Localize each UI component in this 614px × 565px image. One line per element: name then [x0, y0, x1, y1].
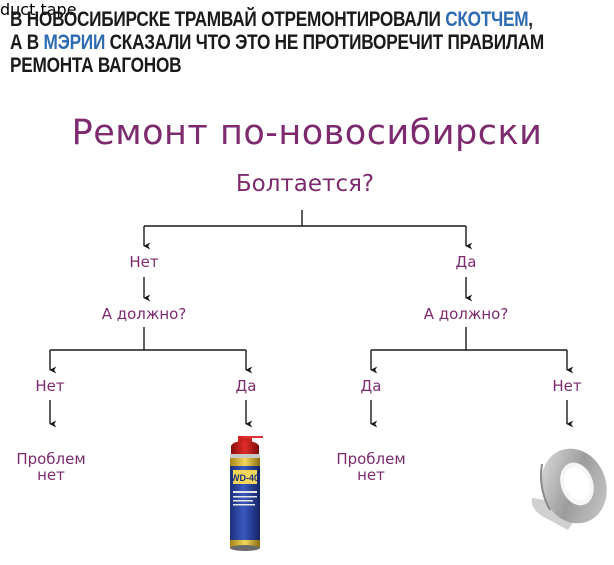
- node-root-question: Болтается?: [235, 171, 375, 197]
- headline-highlight-mayor: МЭРИИ: [43, 31, 106, 54]
- wd40-label: WD-40: [231, 473, 259, 483]
- wd40-can-icon: WD-40: [230, 436, 263, 551]
- headline-text: ,: [528, 8, 533, 31]
- node-lr-answer: Да: [235, 377, 257, 395]
- duct-tape-icon: [531, 448, 607, 530]
- node-ll-answer: Нет: [35, 377, 65, 395]
- node-rr-answer: Нет: [552, 377, 582, 395]
- node-left-question: А должно?: [101, 305, 187, 323]
- headline-text: В НОВОСИБИРСКЕ ТРАМВАЙ ОТРЕМОНТИРОВАЛИ: [10, 8, 446, 31]
- headline-highlight-tape: СКОТЧЕМ: [445, 8, 529, 31]
- news-headline: В НОВОСИБИРСКЕ ТРАМВАЙ ОТРЕМОНТИРОВАЛИ С…: [10, 8, 606, 77]
- headline-line-2: А В МЭРИИ СКАЗАЛИ ЧТО ЭТО НЕ ПРОТИВОРЕЧИ…: [10, 31, 606, 54]
- leaf-no-problem-2: Проблем нет: [336, 450, 406, 484]
- node-right-question: А должно?: [423, 305, 509, 323]
- headline-text: А В: [10, 31, 44, 54]
- node-left-answer: Нет: [129, 253, 159, 271]
- node-rl-answer: Да: [360, 377, 382, 395]
- node-right-answer: Да: [455, 253, 477, 271]
- headline-text: СКАЗАЛИ ЧТО ЭТО НЕ ПРОТИВОРЕЧИТ ПРАВИЛАМ: [105, 31, 545, 54]
- diagram-title: Ремонт по-новосибирски: [71, 113, 543, 153]
- leaf-no-problem-1: Проблем нет: [16, 450, 86, 484]
- headline-line-3: РЕМОНТА ВАГОНОВ: [10, 54, 182, 77]
- headline-line-1: В НОВОСИБИРСКЕ ТРАМВАЙ ОТРЕМОНТИРОВАЛИ С…: [10, 8, 606, 31]
